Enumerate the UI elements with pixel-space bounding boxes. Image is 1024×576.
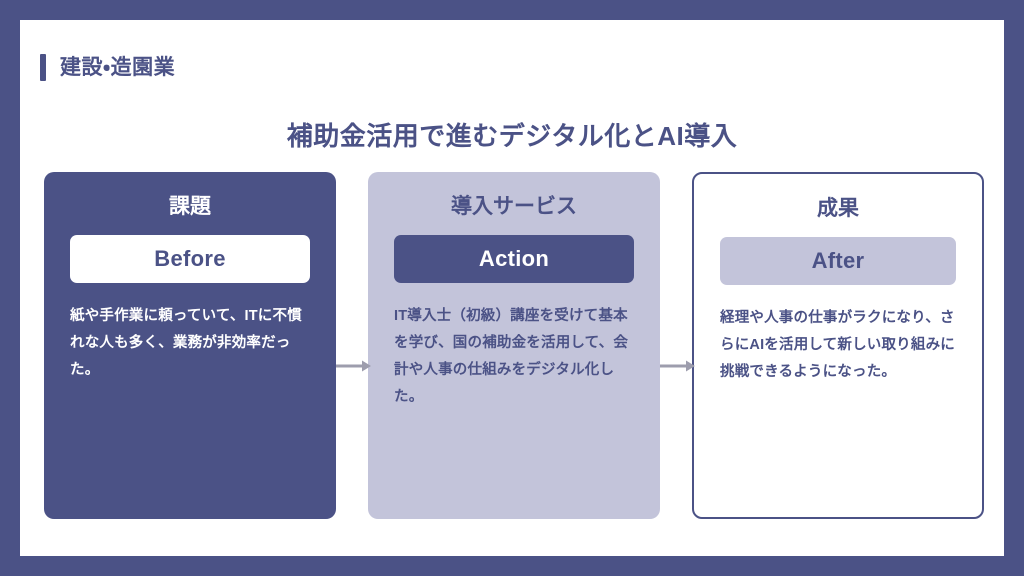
header-accent-bar <box>40 54 46 81</box>
main-headline: 補助金活用で進むデジタル化とAI導入 <box>286 121 738 151</box>
card-challenge-badge: Before <box>70 235 310 284</box>
slide-canvas: 建設・造園業 補助金活用で進むデジタル化とAI導入 課題 Before 紙や手作… <box>20 20 1004 556</box>
card-challenge-heading: 課題 <box>169 195 211 218</box>
page-title: 建設・造園業 <box>60 56 176 79</box>
card-row: 課題 Before 紙や手作業に頼っていて、ITに不慣れな人も多く、業務が非効率… <box>20 172 1004 522</box>
card-service-heading: 導入サービス <box>451 195 577 218</box>
arrow-right-icon-service-to-result <box>660 360 696 372</box>
card-result-badge: After <box>720 237 956 286</box>
card-service-badge: Action <box>394 235 634 284</box>
card-challenge-body: 紙や手作業に頼っていて、ITに不慣れな人も多く、業務が非効率だった。 <box>70 308 302 378</box>
card-challenge: 課題 Before 紙や手作業に頼っていて、ITに不慣れな人も多く、業務が非効率… <box>44 172 336 519</box>
card-result: 成果 After 経理や人事の仕事がラクになり、さらにAIを活用して新しい取り組… <box>692 172 984 519</box>
card-service: 導入サービス Action IT導入士（初級）講座を受けて基本を学び、国の補助金… <box>368 172 660 519</box>
card-result-body: 経理や人事の仕事がラクになり、さらにAIを活用して新しい取り組みに挑戦できるよう… <box>720 310 955 380</box>
slide-header: 建設・造園業 <box>40 54 175 81</box>
card-result-heading: 成果 <box>817 197 859 220</box>
arrow-right-icon-challenge-to-service <box>336 360 372 372</box>
card-service-body: IT導入士（初級）講座を受けて基本を学び、国の補助金を活用して、会計や人事の仕組… <box>394 308 629 405</box>
